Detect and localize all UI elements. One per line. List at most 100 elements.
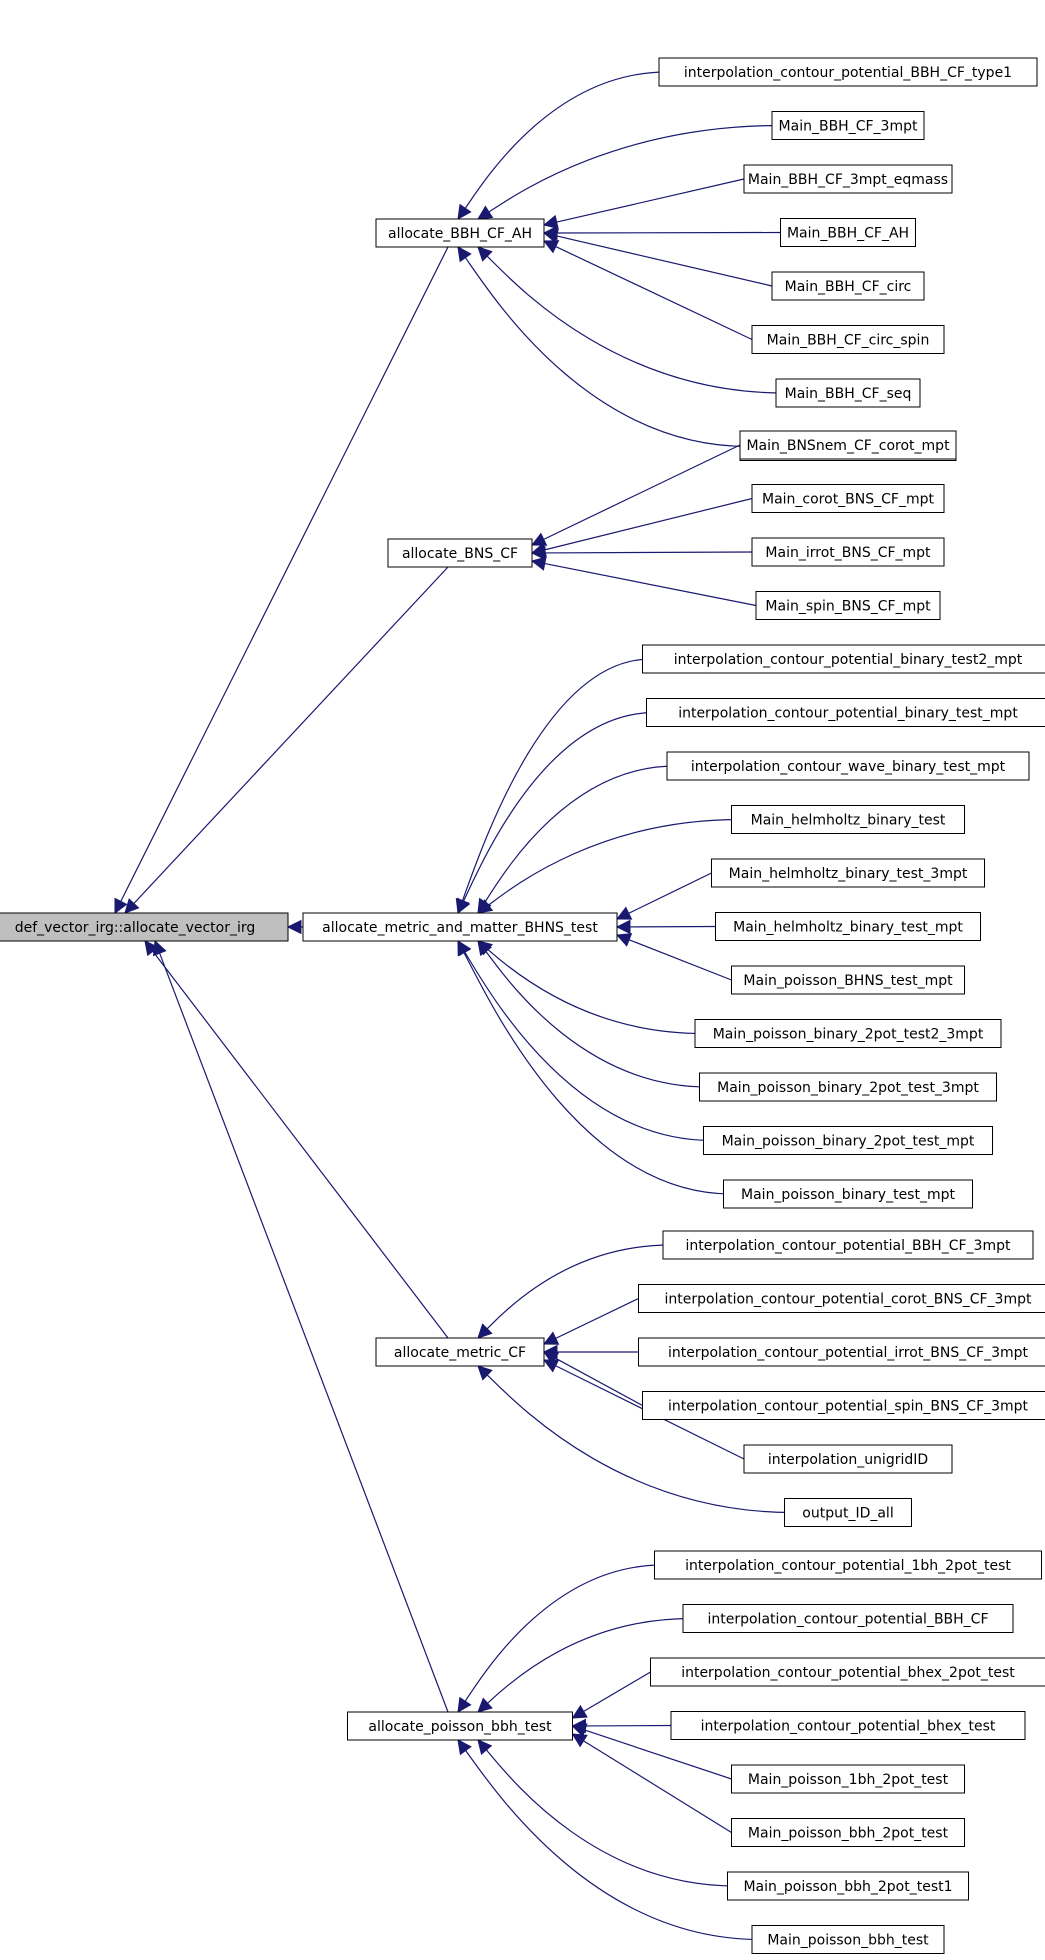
edge-caller-0-7-arrowhead bbox=[457, 246, 472, 263]
caller-node[interactable]: Main_poisson_BHNS_test_mpt bbox=[731, 965, 965, 995]
caller-node[interactable]: interpolation_contour_potential_BBH_CF_3… bbox=[662, 1230, 1034, 1260]
caller-node-allocate-metric-cf-box bbox=[375, 1337, 545, 1367]
caller-node[interactable]: interpolation_contour_potential_spin_BNS… bbox=[642, 1391, 1045, 1420]
caller-node[interactable]: Main_poisson_binary_2pot_test_3mpt bbox=[699, 1072, 997, 1102]
caller-node-label: interpolation_contour_potential_irrot_BN… bbox=[668, 1345, 1029, 1361]
caller-node[interactable]: Main_poisson_binary_2pot_test_mpt bbox=[703, 1126, 993, 1155]
caller-node[interactable]: Main_poisson_bbh_2pot_test bbox=[731, 1818, 965, 1847]
caller-node[interactable]: Main_BBH_CF_AH bbox=[780, 218, 916, 247]
caller-node[interactable]: Main_spin_BNS_CF_mpt bbox=[755, 591, 941, 620]
edge-caller-0-4 bbox=[542, 228, 773, 287]
caller-node[interactable]: Main_corot_BNS_CF_mpt bbox=[751, 484, 945, 513]
caller-node[interactable]: Main_poisson_bbh_test bbox=[751, 1925, 945, 1954]
edge-caller-0-1-arrowhead bbox=[477, 205, 494, 220]
edge-4-to-root-arrowhead bbox=[152, 939, 167, 957]
caller-node[interactable]: Main_helmholtz_binary_test bbox=[731, 805, 965, 834]
caller-node[interactable]: interpolation_contour_potential_binary_t… bbox=[646, 698, 1045, 727]
edge-caller-0-1 bbox=[477, 124, 781, 220]
caller-node[interactable]: Main_BBH_CF_circ_spin bbox=[751, 325, 945, 354]
edge-caller-1-0 bbox=[530, 444, 741, 546]
caller-node-box bbox=[723, 1179, 973, 1209]
caller-node[interactable]: Main_irrot_BNS_CF_mpt bbox=[751, 537, 945, 567]
caller-node[interactable]: Main_BBH_CF_3mpt_eqmass bbox=[743, 164, 953, 194]
edge-caller-3-1-arrowhead bbox=[542, 1331, 560, 1345]
caller-node[interactable]: Main_helmholtz_binary_test_3mpt bbox=[711, 858, 985, 888]
caller-node-allocate-metric-and-matter-bhns-test[interactable]: allocate_metric_and_matter_BHNS_test bbox=[302, 912, 618, 942]
caller-node[interactable]: Main_poisson_1bh_2pot_test bbox=[731, 1764, 965, 1794]
caller-node-box bbox=[731, 1764, 965, 1794]
caller-node-box bbox=[646, 698, 1045, 727]
edge-caller-1-2 bbox=[530, 545, 753, 561]
caller-node-box bbox=[642, 1391, 1045, 1420]
caller-node[interactable]: interpolation_contour_potential_bhex_2po… bbox=[650, 1657, 1045, 1687]
caller-node-label: interpolation_contour_potential_binary_t… bbox=[678, 706, 1018, 722]
caller-node-box bbox=[694, 1019, 1002, 1048]
caller-node[interactable]: Main_BBH_CF_seq bbox=[775, 378, 921, 408]
caller-node-label: interpolation_unigridID bbox=[768, 1452, 928, 1468]
caller-node[interactable]: output_ID_all bbox=[784, 1498, 912, 1527]
edge-caller-3-1 bbox=[542, 1297, 639, 1345]
caller-node-box bbox=[731, 1818, 965, 1847]
root-function-label: def_vector_irg::allocate_vector_irg bbox=[15, 920, 256, 936]
caller-node-label: output_ID_all bbox=[802, 1506, 893, 1522]
caller-node-box bbox=[711, 858, 985, 888]
edge-caller-2-7 bbox=[477, 940, 704, 1035]
edge-caller-3-5 bbox=[477, 1365, 793, 1514]
caller-node-box bbox=[751, 484, 945, 513]
edge-caller-3-0-arrowhead bbox=[477, 1323, 493, 1339]
caller-node[interactable]: interpolation_unigridID bbox=[743, 1444, 953, 1474]
root-function[interactable]: def_vector_irg::allocate_vector_irg bbox=[0, 912, 289, 942]
caller-node[interactable]: interpolation_contour_wave_binary_test_m… bbox=[666, 751, 1030, 781]
caller-node[interactable]: Main_BBH_CF_circ bbox=[771, 271, 925, 301]
edge-caller-4-4-arrowhead bbox=[571, 1723, 588, 1738]
caller-node[interactable]: Main_poisson_binary_2pot_test2_3mpt bbox=[694, 1019, 1002, 1048]
edge-2-to-root-arrowhead bbox=[286, 919, 302, 935]
caller-node[interactable]: interpolation_contour_potential_BBH_CF bbox=[682, 1604, 1014, 1633]
edge-caller-4-2-arrowhead bbox=[571, 1704, 588, 1719]
caller-node[interactable]: interpolation_contour_potential_BBH_CF_t… bbox=[658, 57, 1038, 87]
edge-caller-4-5-arrowhead bbox=[571, 1733, 588, 1748]
caller-node[interactable]: interpolation_contour_potential_binary_t… bbox=[642, 644, 1045, 674]
caller-node-label: Main_poisson_bbh_2pot_test bbox=[748, 1826, 949, 1842]
caller-node-label: interpolation_contour_potential_bhex_tes… bbox=[701, 1719, 996, 1735]
caller-node[interactable]: Main_helmholtz_binary_test_mpt bbox=[715, 912, 981, 941]
caller-node[interactable]: interpolation_contour_potential_corot_BN… bbox=[638, 1284, 1045, 1313]
caller-node-allocate-bbh-cf-ah[interactable]: allocate_BBH_CF_AH bbox=[375, 218, 545, 248]
caller-node-allocate-poisson-bbh-test-label: allocate_poisson_bbh_test bbox=[368, 1719, 552, 1735]
caller-node[interactable]: interpolation_contour_potential_irrot_BN… bbox=[638, 1337, 1045, 1367]
caller-node-box bbox=[670, 1711, 1026, 1740]
caller-node-box bbox=[662, 1230, 1034, 1260]
caller-node[interactable]: interpolation_contour_potential_1bh_2pot… bbox=[654, 1550, 1042, 1580]
caller-node-label: Main_poisson_binary_2pot_test_mpt bbox=[722, 1134, 975, 1150]
caller-node-label: Main_BBH_CF_AH bbox=[787, 226, 909, 242]
caller-node-box bbox=[780, 218, 916, 247]
caller-node-box bbox=[784, 1498, 912, 1527]
caller-node[interactable]: Main_poisson_binary_test_mpt bbox=[723, 1179, 973, 1209]
edge-caller-1-2-arrowhead bbox=[530, 545, 546, 561]
edge-caller-1-3-arrowhead bbox=[530, 556, 547, 571]
edge-2-to-root bbox=[286, 919, 303, 935]
edge-caller-4-5 bbox=[571, 1733, 732, 1834]
edge-caller-2-9 bbox=[457, 940, 712, 1142]
edge-caller-2-6-arrowhead bbox=[615, 933, 633, 947]
edge-caller-0-0-arrowhead bbox=[457, 203, 472, 220]
caller-node[interactable]: Main_BBH_CF_3mpt bbox=[771, 111, 925, 140]
caller-node-label: Main_BBH_CF_circ bbox=[785, 279, 912, 295]
caller-node[interactable]: Main_poisson_bbh_2pot_test1 bbox=[727, 1871, 969, 1901]
caller-node-box bbox=[771, 271, 925, 301]
caller-node[interactable]: interpolation_contour_potential_bhex_tes… bbox=[670, 1711, 1026, 1740]
caller-node-allocate-bns-cf[interactable]: allocate_BNS_CF bbox=[387, 538, 533, 568]
caller-node-box bbox=[743, 1444, 953, 1474]
caller-node-allocate-metric-cf[interactable]: allocate_metric_CF bbox=[375, 1337, 545, 1367]
edge-caller-2-4-arrowhead bbox=[615, 906, 633, 920]
edge-caller-2-1-arrowhead bbox=[457, 897, 471, 915]
caller-node-box bbox=[650, 1657, 1045, 1687]
edge-caller-2-10 bbox=[457, 940, 732, 1195]
caller-node-box bbox=[775, 378, 921, 408]
caller-node-allocate-poisson-bbh-test[interactable]: allocate_poisson_bbh_test bbox=[347, 1711, 573, 1741]
edge-3-to-root bbox=[144, 940, 449, 1339]
edge-caller-1-3 bbox=[530, 556, 757, 607]
caller-node[interactable]: Main_BNSnem_CF_corot_mpt bbox=[739, 430, 957, 460]
edge-caller-1-1 bbox=[530, 497, 753, 557]
